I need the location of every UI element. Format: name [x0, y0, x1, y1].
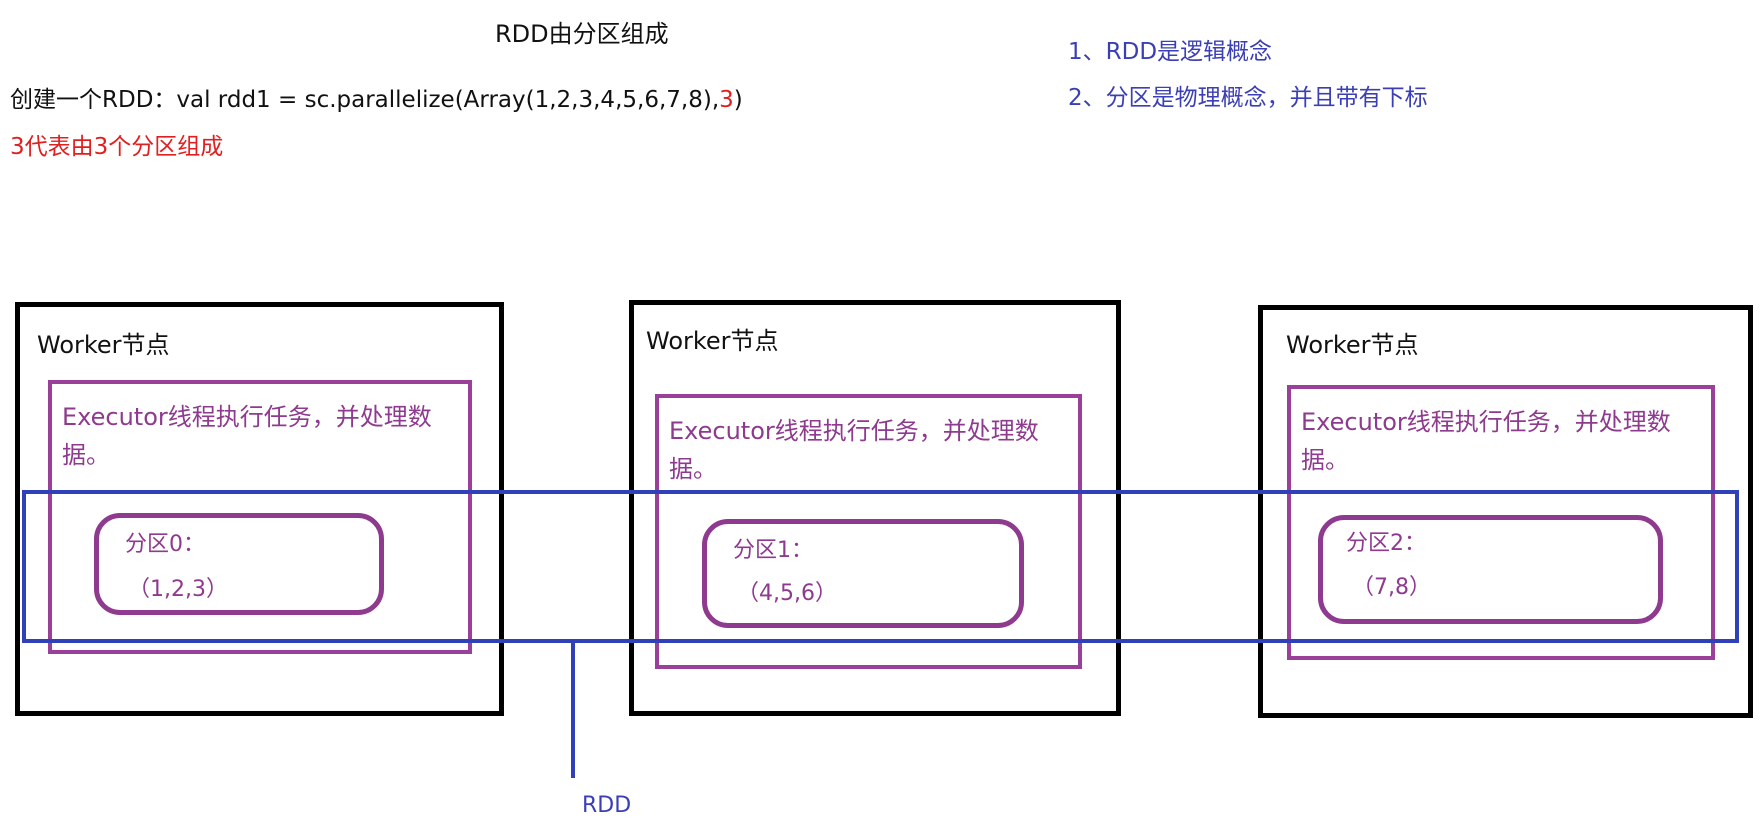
- code-line-prefix: 创建一个RDD：val rdd1 = sc.parallelize(Array(…: [10, 87, 720, 113]
- partition-values: （4,5,6）: [737, 581, 837, 606]
- executor-box-0: Executor线程执行任务，并处理数据。: [48, 380, 472, 654]
- partition-name: 分区2：: [1346, 531, 1426, 556]
- partition-box-2: [1318, 515, 1663, 624]
- code-line: 创建一个RDD：val rdd1 = sc.parallelize(Array(…: [10, 89, 743, 112]
- executor-description: Executor线程执行任务，并处理数据。: [669, 417, 1039, 483]
- worker-node-label: Worker节点: [1286, 331, 1419, 359]
- executor-description: Executor线程执行任务，并处理数据。: [1301, 408, 1671, 474]
- partition-count-note: 3代表由3个分区组成: [10, 134, 224, 160]
- executor-box-2: Executor线程执行任务，并处理数据。: [1287, 385, 1715, 660]
- partition-name: 分区1：: [733, 538, 813, 563]
- partition-values: （7,8）: [1352, 575, 1431, 600]
- rdd-connector-line: [571, 642, 575, 778]
- code-line-suffix: ): [733, 87, 743, 113]
- concept-note-rdd: 1、RDD是逻辑概念: [1068, 39, 1273, 65]
- code-line-highlight: 3: [719, 87, 734, 113]
- worker-node-label: Worker节点: [37, 331, 170, 359]
- worker-node-0: [15, 302, 504, 716]
- concept-note-partition: 2、分区是物理概念，并且带有下标: [1068, 85, 1428, 111]
- partition-name: 分区0：: [125, 532, 205, 557]
- partition-box-0: [94, 513, 384, 615]
- partition-box-1: [702, 519, 1024, 628]
- diagram-title: RDD由分区组成: [495, 20, 669, 48]
- worker-node-1: [629, 300, 1121, 716]
- partition-values: （1,2,3）: [128, 577, 228, 602]
- rdd-band: [22, 490, 1739, 643]
- worker-node-label: Worker节点: [646, 327, 779, 355]
- executor-description: Executor线程执行任务，并处理数据。: [62, 403, 432, 469]
- executor-box-1: Executor线程执行任务，并处理数据。: [655, 394, 1082, 669]
- concept-notes: 1、RDD是逻辑概念 2、分区是物理概念，并且带有下标: [1068, 41, 1428, 133]
- worker-node-2: [1258, 305, 1753, 718]
- rdd-label: RDD: [582, 793, 632, 818]
